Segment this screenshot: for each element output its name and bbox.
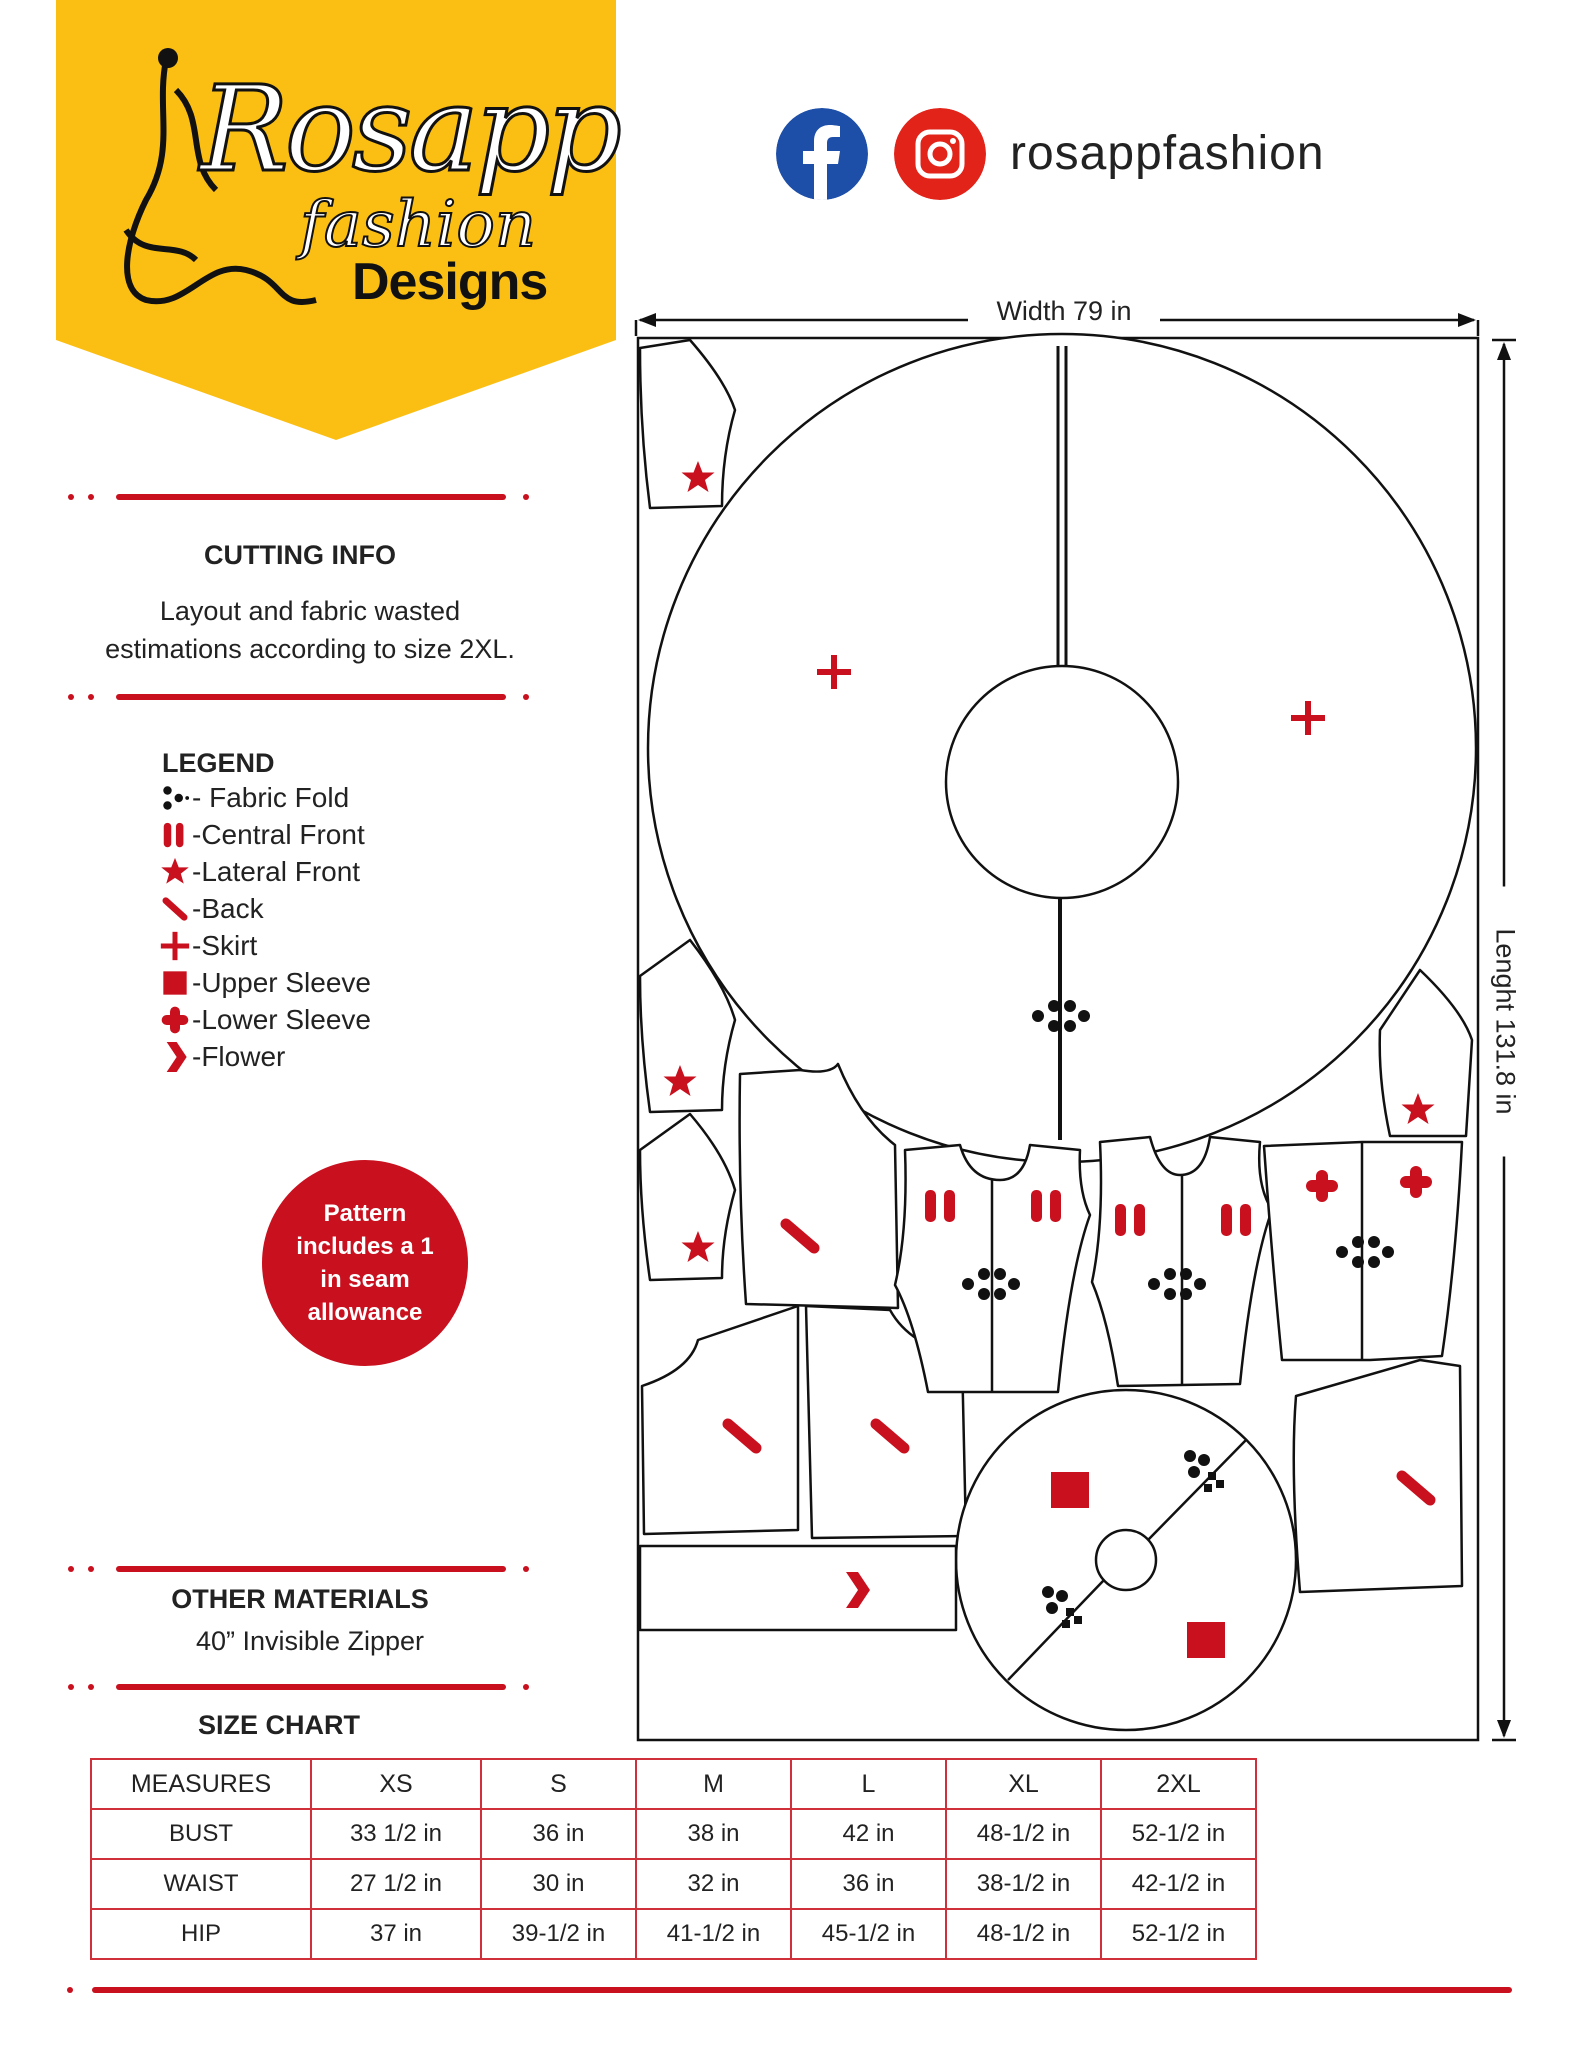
table-cell: XL: [945, 1758, 1102, 1810]
table-cell: 30 in: [480, 1858, 637, 1910]
table-cell: WAIST: [90, 1858, 312, 1910]
legend-title: LEGEND: [162, 748, 275, 778]
instagram-icon[interactable]: [894, 108, 986, 200]
width-dimension: [634, 313, 1480, 336]
table-cell: 38 in: [635, 1808, 792, 1860]
legend-item-lateral-front: -Lateral Front: [160, 854, 360, 890]
divider: [68, 494, 529, 500]
other-materials-item: 40” Invisible Zipper: [195, 1626, 425, 1656]
lateral-front-icon: [161, 857, 189, 884]
table-cell: 39-1/2 in: [480, 1908, 637, 1960]
table-row: HIP 37 in 39-1/2 in 41-1/2 in 45-1/2 in …: [90, 1908, 1257, 1960]
table-cell: M: [635, 1758, 792, 1810]
divider: [68, 694, 529, 700]
table-cell: 52-1/2 in: [1100, 1908, 1257, 1960]
brand-script-name: Rosapp: [199, 59, 624, 200]
facebook-icon[interactable]: [776, 108, 868, 200]
legend-item-upper-sleeve: -Upper Sleeve: [160, 965, 371, 1001]
table-cell: 2XL: [1100, 1758, 1257, 1810]
table-cell: 27 1/2 in: [310, 1858, 482, 1910]
table-cell: BUST: [90, 1808, 312, 1860]
fabric-fold-icon: [163, 786, 190, 810]
table-cell: XS: [310, 1758, 482, 1810]
legend-item-central-front: -Central Front: [160, 817, 365, 853]
size-chart-table: MEASURES XS S M L XL 2XL BUST 33 1/2 in …: [90, 1758, 1257, 1960]
social-handle[interactable]: rosappfashion: [1010, 127, 1325, 180]
bottom-divider: [67, 1987, 1512, 1993]
size-chart-title: SIZE CHART: [198, 1710, 360, 1740]
table-cell: 42 in: [790, 1808, 947, 1860]
divider: [68, 1566, 529, 1572]
table-row: WAIST 27 1/2 in 30 in 32 in 36 in 38-1/2…: [90, 1858, 1257, 1910]
table-cell: MEASURES: [90, 1758, 312, 1810]
brand-script-sub: fashion: [299, 187, 537, 263]
brand-banner: [56, 0, 616, 440]
length-label: Lenght 131.8 in: [1489, 886, 1521, 1157]
table-cell: L: [790, 1758, 947, 1810]
table-cell: 41-1/2 in: [635, 1908, 792, 1960]
table-cell: 38-1/2 in: [945, 1858, 1102, 1910]
flower-icon: [166, 1042, 187, 1072]
legend-item-fabric-fold: - Fabric Fold: [160, 780, 349, 816]
table-cell: 32 in: [635, 1858, 792, 1910]
length-dimension: [1492, 338, 1516, 1742]
seam-allowance-badge: Pattern includes a 1 in seam allowance: [262, 1160, 468, 1366]
table-row: BUST 33 1/2 in 36 in 38 in 42 in 48-1/2 …: [90, 1808, 1257, 1860]
skirt-icon: [160, 931, 190, 961]
lower-sleeve-icon: [161, 1006, 189, 1034]
legend-item-flower: -Flower: [160, 1039, 285, 1075]
cutting-info-line2: estimations according to size 2XL.: [105, 634, 515, 664]
central-front-icon: [163, 822, 184, 848]
table-header-row: MEASURES XS S M L XL 2XL: [90, 1758, 1257, 1810]
cutting-info-title: CUTTING INFO: [204, 540, 396, 570]
width-label: Width 79 in: [968, 296, 1160, 327]
divider: [68, 1684, 529, 1690]
table-cell: 45-1/2 in: [790, 1908, 947, 1960]
other-materials-title: OTHER MATERIALS: [171, 1584, 429, 1614]
table-cell: 42-1/2 in: [1100, 1858, 1257, 1910]
legend-item-back: -Back: [160, 891, 264, 927]
table-cell: 48-1/2 in: [945, 1808, 1102, 1860]
table-cell: 37 in: [310, 1908, 482, 1960]
upper-sleeve-icon: [163, 971, 187, 995]
table-cell: 36 in: [480, 1808, 637, 1860]
table-cell: S: [480, 1758, 637, 1810]
table-cell: 36 in: [790, 1858, 947, 1910]
cutting-layout-diagram: [634, 313, 1516, 1742]
back-icon: [162, 897, 188, 921]
table-cell: HIP: [90, 1908, 312, 1960]
legend-item-lower-sleeve: -Lower Sleeve: [160, 1002, 371, 1038]
brand-designs: Designs: [352, 253, 548, 311]
table-cell: 52-1/2 in: [1100, 1808, 1257, 1860]
table-cell: 48-1/2 in: [945, 1908, 1102, 1960]
table-cell: 33 1/2 in: [310, 1808, 482, 1860]
legend-item-skirt: -Skirt: [160, 928, 257, 964]
cutting-info-line1: Layout and fabric wasted: [159, 596, 461, 626]
